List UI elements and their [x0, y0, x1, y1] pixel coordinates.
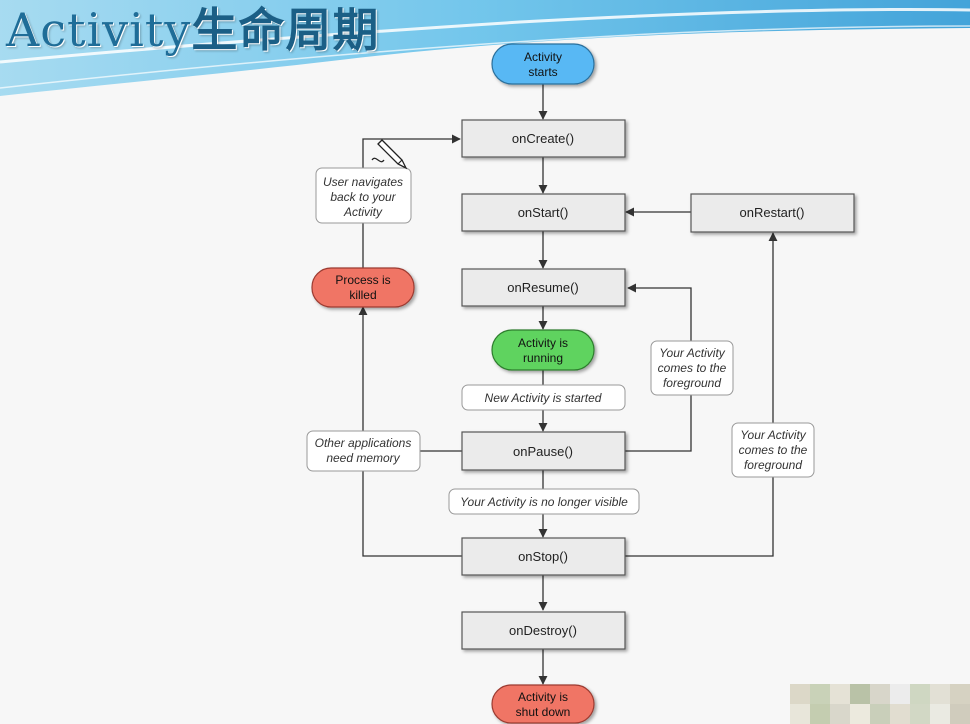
edge-onstop-to-onrestart — [625, 232, 778, 557]
pen-cursor-icon — [371, 139, 408, 170]
note-foreground-2-box — [731, 422, 815, 478]
terminal-killed-line2: killed — [349, 288, 376, 302]
note-user-navigates-box — [315, 167, 412, 224]
terminal-start: Activity starts — [491, 43, 595, 85]
note-new-activity: New Activity is started — [461, 384, 626, 411]
title-latin: Activity — [6, 3, 192, 57]
note-user-navigates-line3: Activity — [343, 205, 383, 219]
edge-killed-to-oncreate — [362, 134, 461, 268]
note-no-longer-visible: Your Activity is no longer visible — [448, 488, 640, 515]
page-title: Activity生命周期 — [6, 4, 379, 56]
terminal-start-shape — [491, 43, 595, 85]
note-other-apps-line1: Other applications — [315, 436, 412, 450]
method-onstop-label: onStop() — [518, 549, 568, 564]
note-foreground-1-line3: foreground — [663, 376, 721, 390]
note-other-apps: Other applications need memory — [306, 430, 421, 472]
method-onpause-label: onPause() — [513, 444, 573, 459]
method-onstart-box — [461, 193, 626, 232]
terminal-killed-line1: Process is — [335, 273, 390, 287]
method-onrestart-label: onRestart() — [739, 205, 804, 220]
note-foreground-1: Your Activity comes to the foreground — [650, 340, 734, 396]
terminal-start-line1: Activity — [524, 50, 562, 64]
note-user-navigates-line2: back to your — [330, 190, 396, 204]
method-oncreate: onCreate() — [461, 119, 626, 158]
terminal-shutdown-shape — [491, 684, 595, 724]
method-ondestroy: onDestroy() — [461, 611, 626, 650]
note-no-longer-visible-box — [448, 488, 640, 515]
method-oncreate-label: onCreate() — [512, 131, 574, 146]
note-new-activity-text: New Activity is started — [485, 391, 602, 405]
terminal-killed-shape — [311, 267, 415, 308]
terminal-running-line2: running — [523, 351, 563, 365]
note-other-apps-line2: need memory — [326, 451, 400, 465]
terminal-killed: Process is killed — [311, 267, 415, 308]
method-onstop: onStop() — [461, 537, 626, 576]
method-onstart: onStart() — [461, 193, 626, 232]
method-ondestroy-label: onDestroy() — [509, 623, 577, 638]
method-onrestart-box — [690, 193, 855, 233]
header-wave — [0, 0, 970, 96]
method-onstart-label: onStart() — [518, 205, 569, 220]
terminal-running-shape — [491, 329, 595, 371]
note-foreground-1-box — [650, 340, 734, 396]
note-foreground-1-line1: Your Activity — [659, 346, 726, 360]
terminal-running: Activity is running — [491, 329, 595, 371]
edge-onstop-to-killed — [358, 306, 462, 557]
terminal-start-line2: starts — [528, 65, 557, 79]
note-foreground-1-line2: comes to the — [658, 361, 727, 375]
method-onpause-box — [461, 431, 626, 471]
terminal-shutdown-line1: Activity is — [518, 690, 568, 704]
method-onstop-box — [461, 537, 626, 576]
method-oncreate-box — [461, 119, 626, 158]
method-ondestroy-box — [461, 611, 626, 650]
note-foreground-2-line1: Your Activity — [740, 428, 807, 442]
method-onrestart: onRestart() — [690, 193, 855, 233]
note-other-apps-box — [306, 430, 421, 472]
terminal-shutdown: Activity is shut down — [491, 684, 595, 724]
title-chinese: 生命周期 — [191, 3, 380, 57]
note-no-longer-visible-text: Your Activity is no longer visible — [460, 495, 628, 509]
header-wave-line — [0, 25, 970, 89]
header-wave-highlight — [0, 8, 970, 64]
terminal-running-line1: Activity is — [518, 336, 568, 350]
note-foreground-2-line2: comes to the — [739, 443, 808, 457]
method-onpause: onPause() — [461, 431, 626, 471]
note-user-navigates-line1: User navigates — [323, 175, 403, 189]
method-onresume: onResume() — [461, 268, 626, 307]
note-foreground-2: Your Activity comes to the foreground — [731, 422, 815, 478]
note-new-activity-box — [461, 384, 626, 411]
note-user-navigates: User navigates back to your Activity — [315, 167, 412, 224]
terminal-shutdown-line2: shut down — [516, 705, 571, 719]
watermark-mosaic — [790, 684, 970, 724]
note-foreground-2-line3: foreground — [744, 458, 802, 472]
method-onresume-box — [461, 268, 626, 307]
method-onresume-label: onResume() — [507, 280, 579, 295]
